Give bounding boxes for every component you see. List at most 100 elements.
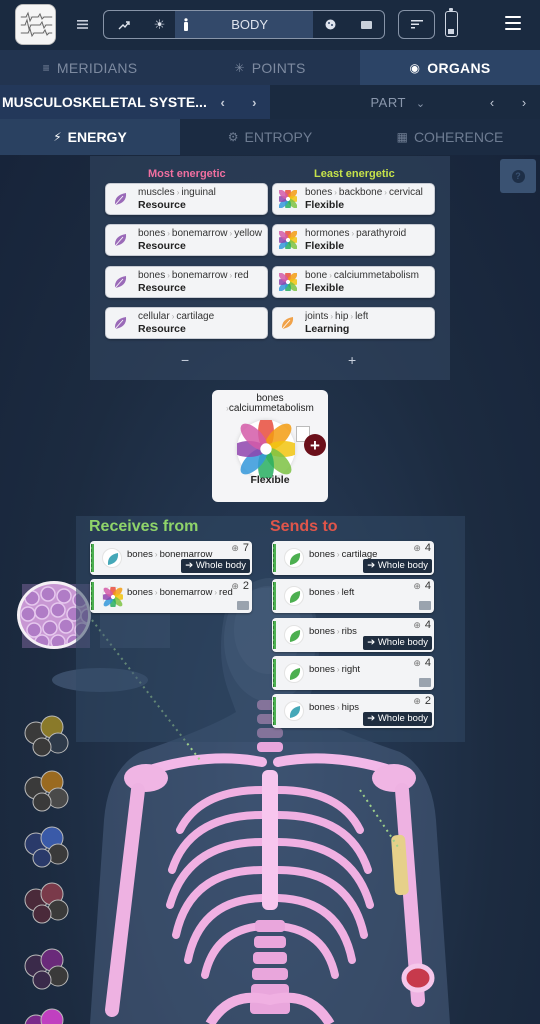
organ-model-icon[interactable]	[22, 826, 72, 868]
most-energetic-card[interactable]: muscles›inguinal Resource	[105, 183, 268, 215]
organ-model-icon[interactable]	[22, 948, 72, 990]
organ-path: bones›bonemarrow›red	[138, 270, 249, 281]
collapse-toggle-icon[interactable]	[419, 678, 431, 687]
selected-organ-name: bones	[256, 393, 284, 404]
body-figure-icon[interactable]	[175, 11, 198, 38]
part-selector: PART ⌄ ‹ ›	[270, 85, 540, 119]
connection-count: ⊕4	[413, 619, 431, 631]
organ-path: bones›bonemarrow›yellow	[138, 228, 262, 239]
collapse-toggle-icon[interactable]	[237, 601, 249, 610]
tab-label: ORGANS	[427, 59, 491, 76]
least-energetic-card[interactable]: bones›backbone›cervical Flexible	[272, 183, 435, 215]
part-dropdown[interactable]: PART ⌄	[270, 95, 476, 110]
system-title[interactable]: MUSCULOSKELETAL SYSTE...	[2, 94, 207, 110]
energy-level: Resource	[138, 282, 186, 294]
trend-icon[interactable]	[104, 11, 144, 38]
leaf-icon	[112, 190, 130, 208]
organ-path: bones›left	[309, 587, 355, 598]
organ-model-icon[interactable]	[22, 715, 72, 757]
tab-meridians[interactable]: ≡ MERIDIANS	[0, 50, 180, 85]
chevron-right-icon[interactable]: ›	[252, 94, 257, 110]
asterisk-icon: ✳	[234, 60, 245, 75]
organ-model-icon[interactable]	[22, 770, 72, 812]
whole-body-button[interactable]: ➔ Whole body	[363, 559, 432, 573]
chevron-left-icon[interactable]: ‹	[220, 94, 225, 110]
connection-strength-bar	[273, 582, 276, 610]
chevron-left-icon[interactable]: ‹	[489, 94, 495, 110]
whole-body-button[interactable]: ➔ Whole body	[363, 636, 432, 650]
flower-icon	[275, 186, 301, 212]
receives-organ-card[interactable]: bones›bonemarrow ⊕7 ➔ Whole body	[90, 541, 252, 575]
list-icon: ≡	[42, 60, 50, 75]
whole-body-button[interactable]: ➔ Whole body	[363, 712, 432, 726]
organ-path: bones›bonemarrow›red	[127, 587, 233, 598]
add-button[interactable]: +	[304, 434, 326, 456]
tab-label: ENERGY	[67, 129, 127, 145]
least-energetic-card[interactable]: bone›calciummetabolism Flexible	[272, 266, 435, 298]
help-button[interactable]: ?	[500, 159, 536, 193]
leaf-icon	[284, 701, 304, 721]
tab-coherence[interactable]: ▦ COHERENCE	[360, 119, 540, 155]
most-energetic-card[interactable]: bones›bonemarrow›yellow Resource	[105, 224, 268, 256]
whole-body-button[interactable]: ➔ Whole body	[181, 559, 250, 573]
least-energetic-card[interactable]: joints›hip›left Learning	[272, 307, 435, 339]
leaf-icon	[112, 314, 130, 332]
bolt-icon: ⚡	[53, 130, 62, 144]
tab-entropy[interactable]: ⚙ ENTROPY	[180, 119, 360, 155]
tab-label: POINTS	[251, 59, 306, 76]
tab-label: ENTROPY	[244, 129, 313, 145]
body-view-label[interactable]: BODY	[197, 11, 313, 38]
ecg-thumbnail-icon[interactable]	[15, 4, 56, 45]
energy-level: Resource	[138, 240, 186, 252]
list-icon[interactable]	[74, 15, 90, 33]
ball-icon[interactable]	[313, 11, 349, 38]
link-icon: ⊕	[413, 542, 421, 553]
expand-button[interactable]: +	[348, 352, 357, 368]
connection-count: ⊕2	[413, 695, 431, 707]
link-icon: ⊕	[413, 695, 421, 706]
sends-organ-card[interactable]: bones›ribs ⊕4 ➔ Whole body	[272, 618, 434, 652]
organ-model-icon[interactable]	[22, 882, 72, 924]
hamburger-menu-icon[interactable]	[505, 16, 521, 34]
sends-organ-card[interactable]: bones›left ⊕4	[272, 579, 434, 613]
leaf-icon	[112, 231, 130, 249]
selected-organ-card[interactable]: bones ›calciummetabolism Flexible	[212, 390, 328, 502]
connection-strength-bar	[91, 544, 94, 572]
selected-organ-subname: ›calciummetabolism	[226, 403, 314, 414]
sun-icon[interactable]: ☀	[153, 16, 166, 32]
sends-organ-card[interactable]: bones›hips ⊕2 ➔ Whole body	[272, 694, 434, 728]
tab-energy[interactable]: ⚡ ENERGY	[0, 119, 180, 155]
eye-icon: ◉	[409, 60, 421, 75]
leaf-icon	[284, 663, 304, 683]
flower-icon	[231, 414, 301, 484]
tab-points[interactable]: ✳ POINTS	[180, 50, 360, 85]
question-icon: ?	[511, 169, 525, 183]
leaf-icon	[102, 548, 122, 568]
system-selector-row: MUSCULOSKELETAL SYSTE... ‹ › PART ⌄ ‹ ›	[0, 85, 540, 119]
sends-organ-card[interactable]: bones›right ⊕4	[272, 656, 434, 690]
most-energetic-heading: Most energetic	[148, 168, 226, 180]
least-energetic-heading: Least energetic	[314, 168, 395, 180]
most-energetic-card[interactable]: bones›bonemarrow›red Resource	[105, 266, 268, 298]
connection-count: ⊕4	[413, 657, 431, 669]
category-tabs: ≡ MERIDIANS ✳ POINTS ◉ ORGANS	[0, 50, 540, 85]
sends-to-heading: Sends to	[270, 518, 338, 535]
tab-organs[interactable]: ◉ ORGANS	[360, 50, 540, 85]
collapse-button[interactable]: −	[181, 352, 190, 368]
sort-button[interactable]	[398, 10, 435, 39]
chevron-right-icon[interactable]: ›	[521, 94, 527, 110]
energy-level: Resource	[138, 199, 186, 211]
receives-organ-card[interactable]: bones›bonemarrow›red ⊕2	[90, 579, 252, 613]
connection-strength-bar	[273, 621, 276, 649]
collapse-toggle-icon[interactable]	[419, 601, 431, 610]
link-icon: ⊕	[413, 657, 421, 668]
connection-strength-bar	[91, 582, 94, 610]
chip-icon[interactable]	[348, 11, 384, 38]
organ-model-icon[interactable]	[22, 1008, 72, 1024]
leaf-icon	[112, 273, 130, 291]
link-icon: ⊕	[231, 580, 239, 591]
most-energetic-card[interactable]: cellular›cartilage Resource	[105, 307, 268, 339]
least-energetic-card[interactable]: hormones›parathyroid Flexible	[272, 224, 435, 256]
leaf-icon	[284, 625, 304, 645]
sends-organ-card[interactable]: bones›cartilage ⊕4 ➔ Whole body	[272, 541, 434, 575]
